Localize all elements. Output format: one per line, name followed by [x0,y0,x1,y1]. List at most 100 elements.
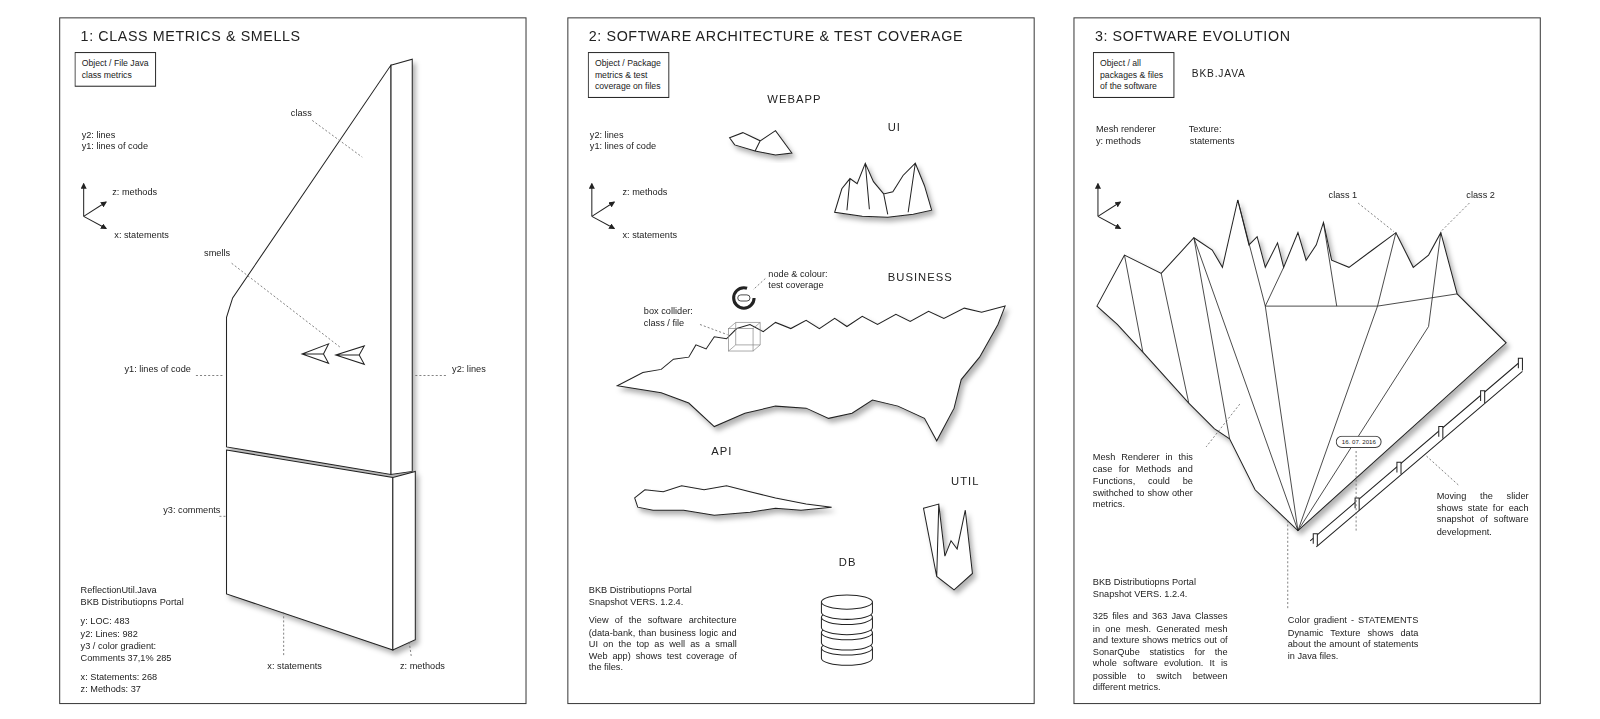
coverage-ring [734,288,754,308]
note-paragraph: 325 files and 363 Java Classes in one me… [1093,611,1228,693]
axis-label: y1: lines of code [82,141,148,152]
axis-label: y2: lines [82,130,116,141]
info-line: Comments 37,1% 285 [81,653,172,664]
object-text: Object / Package metrics & test coverage… [595,58,662,92]
box-collider [729,322,761,351]
callout-label: y2: lines [452,364,486,375]
comment-block-front [227,450,393,650]
date-pill: 16. 07. 2016 [1336,436,1382,448]
leader-lines [700,279,765,335]
info-line: y: LOC: 483 [81,616,130,627]
axis-label: Mesh renderer [1096,123,1156,134]
ui-mesh [835,163,932,217]
info-line: BKB Distributiopns Portal [81,597,184,608]
date-text: 16. 07. 2016 [1342,438,1376,446]
axis-cross [1098,184,1120,229]
comment-block-side [393,471,415,650]
callout-label: x: statements [267,661,322,672]
object-text: Object / File Java class metrics [82,58,149,80]
callout-label: box collider: class / file [644,306,703,328]
db-disk-top [821,595,872,609]
panel-title: 3: SOFTWARE EVOLUTION [1095,28,1291,44]
object-box: Object / Package metrics & test coverage… [588,52,670,98]
callout-label: class 2 [1466,190,1495,201]
region-label: UTIL [951,476,979,487]
info-line: z: Methods: 37 [81,684,141,695]
info-line: x: Statements: 268 [81,671,158,682]
axis-label: y: methods [1096,136,1141,147]
db-cylinder [821,595,872,665]
leader-line [196,375,225,376]
leader-lines [1206,203,1469,610]
leader-line [415,375,448,376]
region-label: UI [888,121,901,132]
note-paragraph: Color gradient - STATEMENTS Dynamic Text… [1288,615,1419,662]
axis-cross [84,184,106,229]
callout-label: y3: comments [163,505,220,516]
smell-marker [302,344,329,363]
util-mesh [923,504,972,590]
business-mesh [617,306,1005,441]
info-line: BKB Distributiopns Portal [1093,577,1196,588]
axis-line [84,216,106,228]
panel-title: 2: SOFTWARE ARCHITECTURE & TEST COVERAGE [589,28,963,44]
axis-line [592,202,614,216]
info-line: y2: Lines: 982 [81,629,138,640]
note-paragraph: Moving the slider shows state for each s… [1437,491,1529,538]
webapp-mesh [730,131,792,155]
axis-line [1098,216,1120,228]
axis-label: x: statements [114,230,169,241]
callout-label: node & colour: test coverage [768,268,839,290]
object-box: Object / File Java class metrics [74,52,156,87]
leader-line [232,263,340,347]
leader-line [409,642,411,656]
leader-line [1287,520,1288,610]
axis-label: z: methods [112,187,157,198]
callout-label: z: methods [400,661,445,672]
leader-line [1442,203,1470,231]
leader-lines [196,120,448,656]
callout-label: class 1 [1329,190,1358,201]
region-label: WEBAPP [767,94,821,105]
info-line: Snapshot VERS. 1.2.4. [589,597,683,608]
axis-line [83,184,84,217]
coverage-node [738,295,750,301]
axis-label: x: statements [622,230,677,241]
leader-line [1356,451,1357,531]
smell-marker [336,346,365,364]
note-paragraph: View of the software architecture (data-… [589,615,737,674]
axis-line [1098,202,1120,216]
info-line: Snapshot VERS. 1.2.4. [1093,589,1187,600]
axis-line [592,216,614,228]
callout-label: y1: lines of code [124,364,190,375]
leader-line [1427,456,1460,486]
panel-frame: 3: SOFTWARE EVOLUTION Object / all packag… [1073,17,1540,704]
panel-title: 1: CLASS METRICS & SMELLS [81,28,301,44]
class-prism-side [391,59,412,474]
region-label: API [711,446,732,457]
callout-label: class [291,108,312,119]
info-line: BKB Distributiopns Portal [589,585,692,596]
file-title: BKB.JAVA [1192,67,1246,78]
note-paragraph: Mesh Renderer in this case for Methods a… [1093,452,1193,511]
axis-line [591,184,592,217]
leader-line [1358,203,1394,232]
class-prism-front [227,65,391,474]
axis-line [1097,184,1098,217]
axis-label: y2: lines [590,130,624,141]
axis-label: z: methods [622,187,667,198]
callout-label: smells [204,248,230,259]
class-block [227,59,416,650]
leader-line [700,324,728,334]
api-mesh [635,486,832,516]
object-box: Object / all packages & files of the sof… [1093,52,1175,98]
info-line: y3 / color gradient: [81,641,157,652]
leader-line [1206,404,1240,447]
axis-label: statements [1190,136,1235,147]
leader-line [753,279,765,290]
region-label: BUSINESS [888,271,953,282]
info-line: ReflectionUtil.Java [81,585,157,596]
